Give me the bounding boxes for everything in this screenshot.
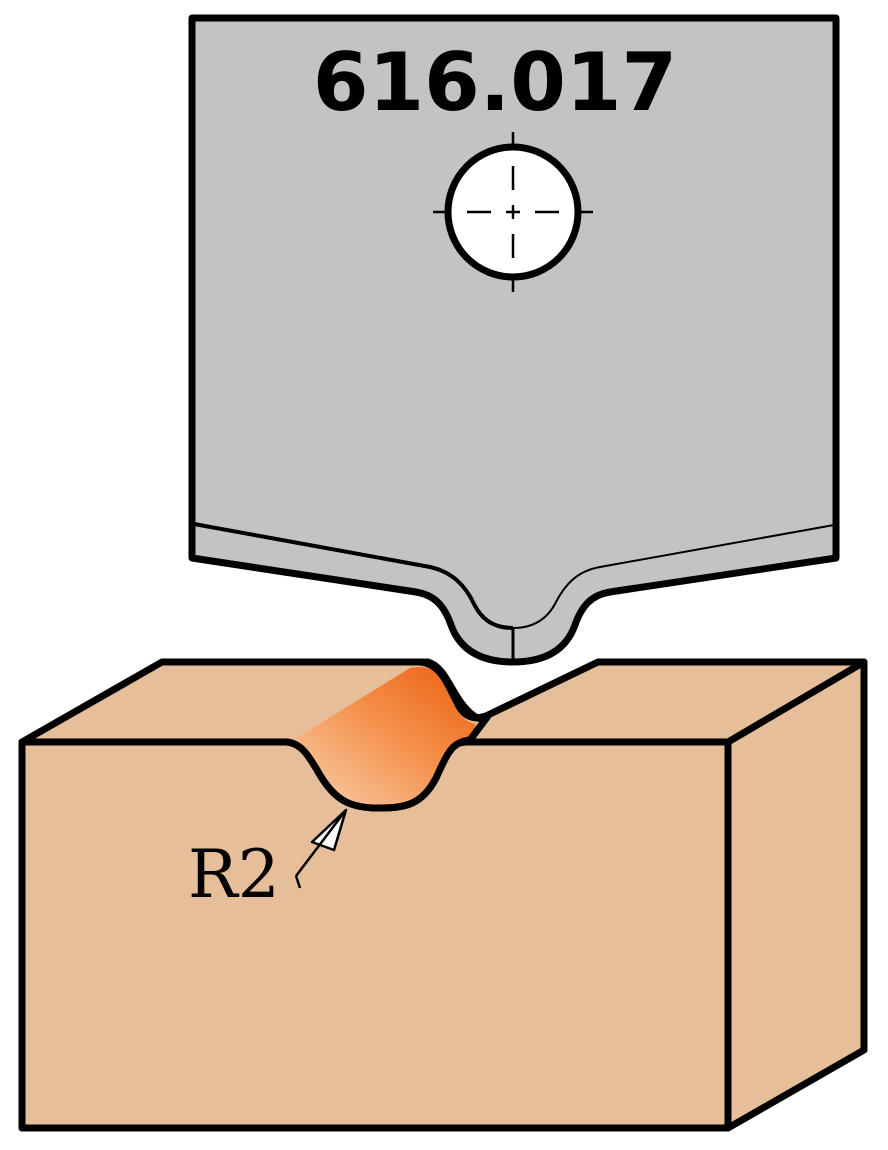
knife-bevel-line-right	[512, 524, 835, 629]
groove-back-edge	[419, 658, 488, 722]
knife-part-number: 616.017	[313, 36, 677, 129]
wood-workpiece	[18, 658, 868, 1132]
radius-leader-arrow	[294, 808, 348, 889]
groove-profile-surface	[290, 667, 476, 808]
knife-body	[188, 14, 840, 666]
knife-bevel-line-left	[193, 522, 514, 630]
groove-front-edge	[284, 713, 491, 812]
radius-label: R2	[188, 836, 280, 913]
cutter-knife: 616.017	[188, 14, 840, 666]
radius-callout: R2	[188, 808, 348, 913]
bore-center-crosshair	[433, 132, 593, 292]
mounting-bore	[433, 132, 593, 292]
